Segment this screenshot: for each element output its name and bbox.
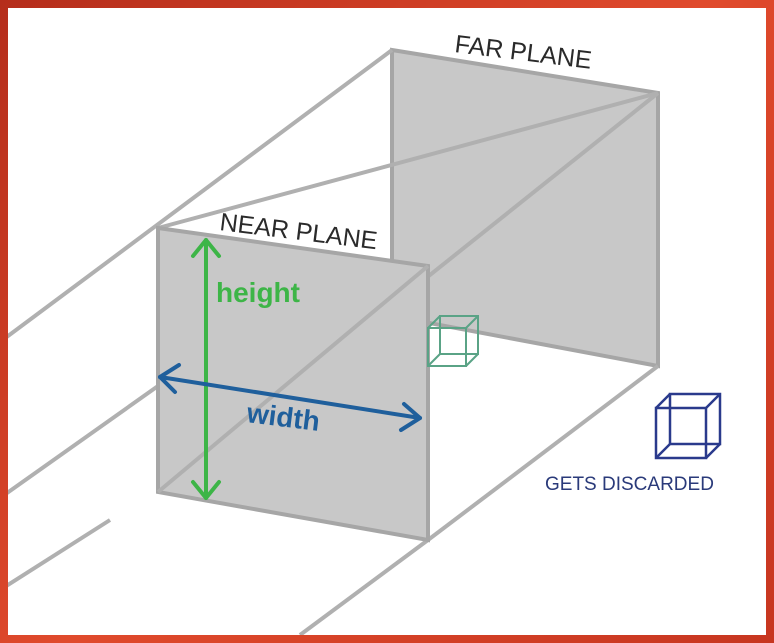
diagram-canvas: FAR PLANE NEAR PLANE height width GETS D… [8, 8, 766, 635]
height-label: height [216, 277, 300, 308]
edge-top-left [8, 48, 394, 339]
near-plane [156, 225, 430, 543]
edge-top-right [157, 91, 659, 230]
edge-bottom-left [8, 518, 112, 588]
edge-lower-right [426, 364, 660, 542]
edge-mid-left [8, 384, 160, 495]
frustum-diagram: FAR PLANE NEAR PLANE height width GETS D… [8, 30, 722, 635]
discarded-label: GETS DISCARDED [545, 474, 714, 495]
far-plane [390, 47, 660, 369]
near-plane-diagonal [156, 264, 430, 494]
width-arrow [158, 363, 422, 432]
wireframe-cube-icon [427, 315, 479, 367]
height-arrow [191, 238, 221, 500]
edge-bottom-center [298, 538, 430, 635]
wireframe-cube-icon [654, 392, 722, 460]
